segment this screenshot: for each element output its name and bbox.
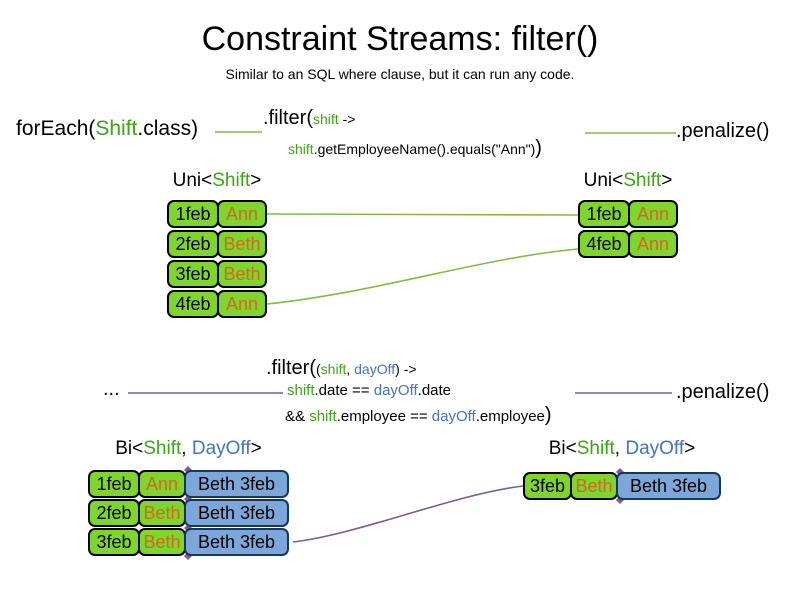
shift-employee: Beth bbox=[138, 528, 186, 556]
shift-employee: Ann bbox=[628, 230, 678, 258]
code-foreach: forEach(Shift.class) bbox=[16, 117, 198, 141]
foreach-prefix: forEach( bbox=[16, 117, 96, 140]
bi-label-right: Bi<Shift, DayOff> bbox=[523, 438, 721, 460]
cond1-mid1: .date == bbox=[314, 382, 374, 399]
shift-employee: Ann bbox=[628, 200, 678, 228]
uni-left-pre: Uni< bbox=[172, 170, 213, 191]
bi-left-type2: DayOff bbox=[191, 438, 251, 459]
bi-right-type2: DayOff bbox=[625, 438, 685, 459]
cond2-param2: dayOff bbox=[431, 408, 476, 425]
foreach-suffix: .class) bbox=[137, 117, 199, 140]
foreach-type: Shift bbox=[95, 117, 138, 140]
bi-left-comma: , bbox=[181, 438, 192, 459]
code-penalize1: .penalize() bbox=[676, 120, 770, 142]
filter2-method: .filter( bbox=[266, 357, 316, 379]
uni-label-left: Uni<Shift> bbox=[167, 170, 267, 192]
code-filter2-cond2: && shift.employee == dayOff.employee) bbox=[285, 404, 552, 427]
filter2-param1: shift bbox=[320, 361, 347, 377]
shift-date: 3feb bbox=[88, 528, 140, 556]
shift-employee: Ann bbox=[217, 200, 267, 228]
page-title: Constraint Streams: filter() bbox=[201, 20, 599, 58]
page-subtitle: Similar to an SQL where clause, but it c… bbox=[225, 66, 575, 82]
cond2-mid2: .employee bbox=[475, 408, 545, 425]
dayoff-cell: Beth 3feb bbox=[184, 528, 289, 556]
filter1-body-rest: .getEmployeeName().equals("Ann") bbox=[313, 141, 536, 157]
shift-date: 3feb bbox=[523, 472, 572, 500]
cond2-param1: shift bbox=[309, 408, 337, 425]
shift-date: 3feb bbox=[167, 260, 219, 288]
shift-date: 2feb bbox=[167, 230, 219, 258]
shift-date: 1feb bbox=[88, 470, 140, 498]
shift-date: 4feb bbox=[578, 230, 630, 258]
shift-date: 1feb bbox=[578, 200, 630, 228]
match-line-4feb bbox=[266, 248, 579, 305]
shift-date: 2feb bbox=[88, 499, 140, 527]
code-filter1-head: .filter(shift -> bbox=[263, 107, 355, 130]
dayoff-cell: Beth 3feb bbox=[184, 499, 289, 527]
cond2-close: ) bbox=[544, 404, 552, 426]
bi-right-comma: , bbox=[614, 438, 626, 459]
dayoff-cell: Beth 3feb bbox=[184, 470, 289, 498]
filter1-param: shift bbox=[313, 111, 339, 127]
code-filter2-cond1: shift.date == dayOff.date bbox=[287, 382, 451, 399]
bi-left-type1: Shift bbox=[143, 438, 182, 459]
shift-employee: Ann bbox=[217, 290, 267, 318]
uni-right-pre: Uni< bbox=[583, 170, 624, 191]
uni-label-right: Uni<Shift> bbox=[578, 170, 678, 192]
filter1-method: .filter( bbox=[263, 107, 313, 129]
filter2-param2: dayOff bbox=[354, 361, 396, 377]
code-penalize2: .penalize() bbox=[676, 381, 770, 403]
filter1-body-param: shift bbox=[288, 141, 314, 157]
cond1-param1: shift bbox=[287, 382, 315, 399]
cond1-mid2: .date bbox=[417, 382, 452, 399]
code-filter1-body: shift.getEmployeeName().equals("Ann")) bbox=[288, 137, 542, 160]
code-ellipsis: ... bbox=[103, 378, 120, 400]
uni-left-type: Shift bbox=[212, 170, 251, 191]
cond2-mid1: .employee == bbox=[336, 408, 432, 425]
bi-left-pre: Bi< bbox=[115, 438, 144, 459]
shift-employee: Beth bbox=[217, 230, 267, 258]
filter2-comma: , bbox=[346, 361, 355, 377]
bi-left-post: > bbox=[250, 438, 262, 459]
shift-employee: Beth bbox=[570, 472, 618, 500]
shift-date: 4feb bbox=[167, 290, 219, 318]
shift-employee: Beth bbox=[217, 260, 267, 288]
uni-left-post: > bbox=[250, 170, 262, 191]
cond1-param2: dayOff bbox=[373, 382, 418, 399]
filter2-open: ( bbox=[316, 361, 321, 377]
match-line-3feb-pair bbox=[292, 485, 524, 543]
bi-label-left: Bi<Shift, DayOff> bbox=[88, 438, 289, 460]
match-line-1feb bbox=[266, 213, 579, 216]
filter2-close: ) bbox=[395, 361, 400, 377]
uni-right-type: Shift bbox=[623, 170, 662, 191]
dayoff-cell: Beth 3feb bbox=[616, 472, 721, 500]
cond2-pre: && bbox=[285, 408, 310, 425]
filter1-arrow: -> bbox=[338, 111, 356, 127]
uni-right-post: > bbox=[661, 170, 673, 191]
bi-right-pre: Bi< bbox=[548, 438, 577, 459]
shift-employee: Ann bbox=[138, 470, 186, 498]
shift-employee: Beth bbox=[138, 499, 186, 527]
code-filter2-head: .filter((shift, dayOff) -> bbox=[266, 357, 417, 380]
bi-right-type1: Shift bbox=[576, 438, 615, 459]
filter2-arrow: -> bbox=[399, 361, 417, 377]
filter1-body-close: ) bbox=[535, 137, 542, 159]
shift-date: 1feb bbox=[167, 200, 219, 228]
bi-right-post: > bbox=[684, 438, 696, 459]
